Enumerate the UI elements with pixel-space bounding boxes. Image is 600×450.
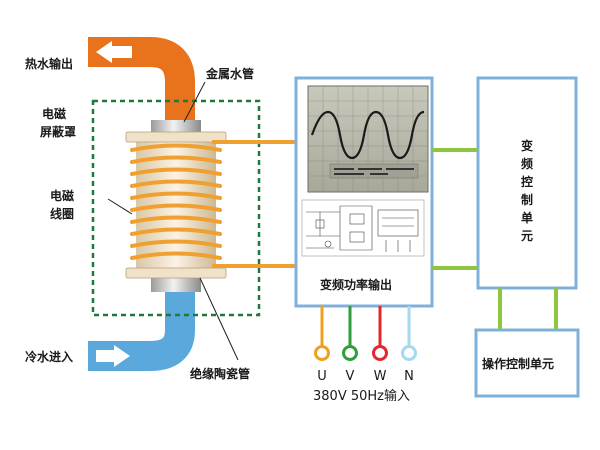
ceramic-tube-cap-top [125,131,227,143]
vf-control-unit-box [476,76,578,290]
vf-control-unit-text: 变频控制单元 [521,138,533,243]
leader-lines [107,81,239,361]
label-em-coil-2: 线圈 [50,206,74,221]
terminal-u-label: U [317,369,327,384]
terminal-w-label: W [374,369,387,384]
sine-wave [310,110,425,160]
ceramic-tube-cap-bottom [125,267,227,279]
circuit-schematic [301,199,425,257]
label-metal-pipe: 金属水管 [205,66,254,81]
power-terminals [314,306,417,361]
label-em-coil-1: 电磁 [50,188,74,203]
label-em-shield-1: 电磁 [42,106,66,121]
label-cold-water-in: 冷水进入 [25,349,73,364]
cold-water-pipe [88,290,195,371]
em-coil [130,143,222,260]
label-vf-power-output: 变频功率输出 [320,277,392,292]
label-ceramic-tube: 绝缘陶瓷管 [190,366,250,381]
label-em-shield-2: 屏蔽罩 [39,124,76,139]
operation-control-unit-box [474,328,580,398]
em-shield-box [91,99,261,317]
terminal-n-label: N [404,369,414,384]
terminal-v-label: V [346,369,355,384]
label-hot-water-out: 热水输出 [25,56,73,71]
power-input-label: 380V 50Hz输入 [313,388,410,404]
oscilloscope-display [307,85,429,193]
cold-water-arrow-icon [96,345,130,367]
control-links [432,148,558,330]
hot-water-pipe [88,37,195,122]
label-vf-control-unit: 变频控制单元 [521,138,533,243]
hot-water-arrow-icon [96,41,132,63]
label-operation-control-unit: 操作控制单元 [482,356,554,371]
